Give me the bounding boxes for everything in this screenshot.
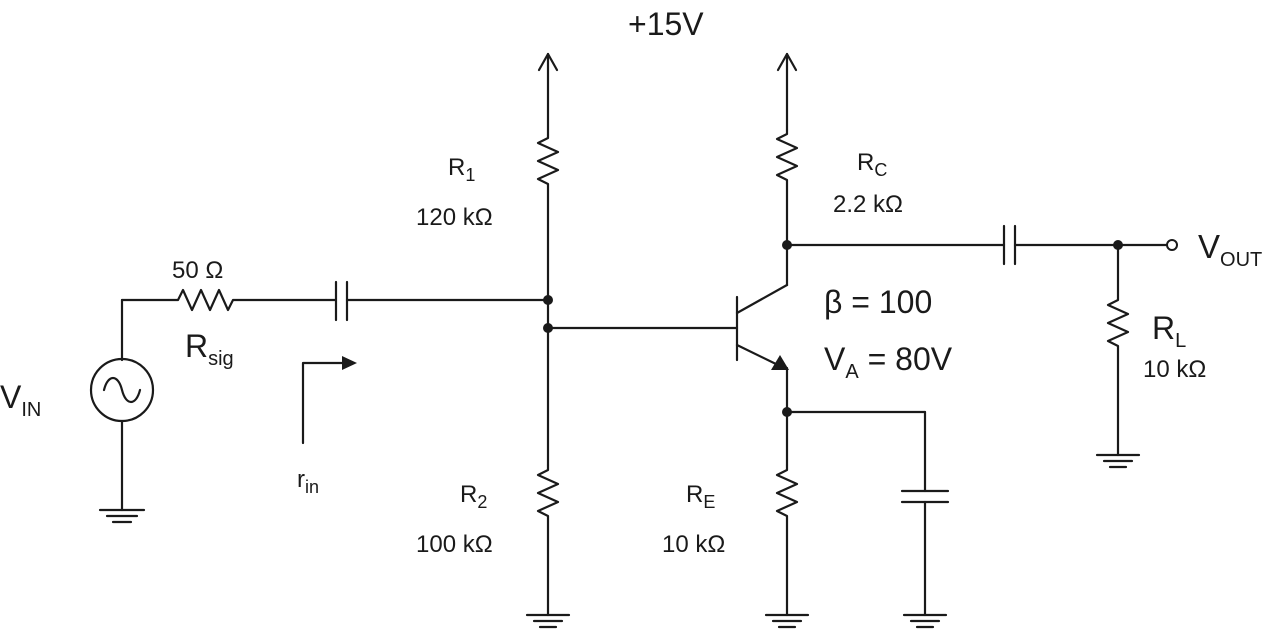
re-label: RE	[686, 481, 715, 512]
supply-arrow-collector	[776, 52, 798, 132]
r2-value: 100 kΩ	[416, 531, 493, 558]
emitter-bypass-capacitor	[900, 489, 950, 504]
rsig-resistor	[120, 288, 337, 312]
rin-arrow	[301, 356, 357, 445]
rl-value: 10 kΩ	[1143, 356, 1206, 383]
supply-voltage-label: +15V	[628, 6, 704, 42]
rl-label: RL	[1152, 310, 1186, 352]
re-value: 10 kΩ	[662, 531, 725, 558]
rc-resistor	[775, 128, 799, 247]
beta-label: β = 100	[824, 284, 932, 320]
source-label: VIN	[0, 379, 41, 421]
ground-symbol-source	[98, 508, 146, 524]
va-label: VA = 80V	[824, 341, 953, 383]
rl-resistor	[1106, 243, 1130, 457]
ground-symbol-capacitor	[902, 613, 948, 629]
rsig-label: Rsig	[185, 328, 234, 370]
rin-label: rin	[297, 466, 319, 497]
junction-dot	[543, 295, 553, 305]
output-coupling-capacitor	[1002, 224, 1017, 266]
rc-value: 2.2 kΩ	[833, 191, 903, 218]
ground-symbol-re	[764, 613, 810, 629]
rsig-value: 50 Ω	[172, 257, 223, 284]
npn-transistor	[735, 243, 789, 414]
re-resistor	[775, 463, 799, 617]
signal-source	[89, 298, 155, 512]
r1-resistor	[536, 133, 560, 302]
ground-symbol-r2	[525, 613, 571, 629]
output-label: VOUT	[1198, 228, 1262, 271]
ground-symbol-rl	[1095, 453, 1141, 469]
rc-label: RC	[857, 149, 887, 180]
r2-label: R2	[460, 481, 487, 512]
output-terminal	[1166, 239, 1178, 251]
input-coupling-capacitor	[334, 280, 349, 322]
r2-resistor	[536, 463, 560, 617]
r1-value: 120 kΩ	[416, 204, 493, 231]
r1-label: R1	[448, 154, 475, 185]
supply-arrow-bias	[537, 52, 559, 137]
